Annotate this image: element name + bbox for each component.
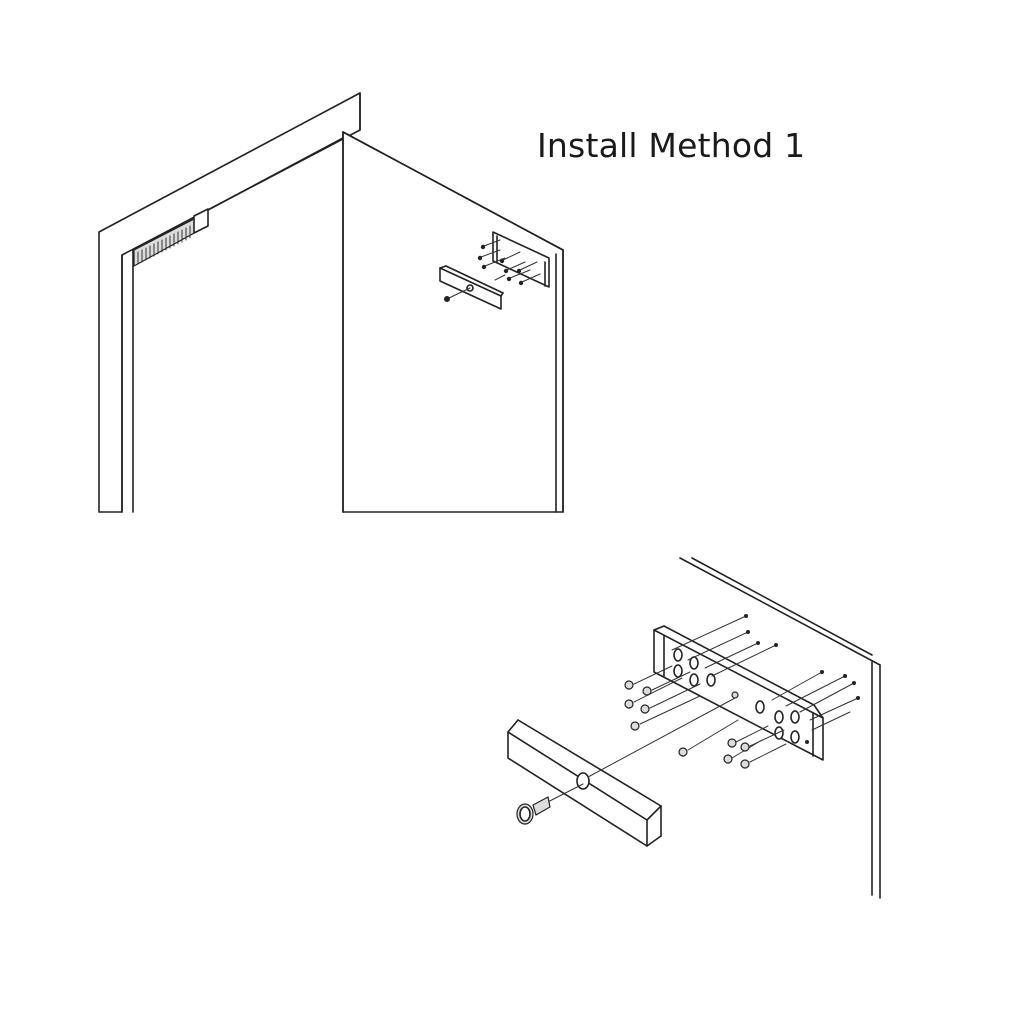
door-leaf <box>342 131 564 513</box>
screw-icon <box>444 287 471 302</box>
maglock-body <box>133 208 209 268</box>
door-edge-detail <box>679 557 881 899</box>
diagram-title: Install Method 1 <box>537 126 806 165</box>
mounting-plate-detail <box>653 625 824 761</box>
armature-plate-detail <box>507 697 736 847</box>
screw-icon <box>516 783 584 825</box>
short-screws <box>624 665 787 769</box>
long-screws <box>671 614 860 731</box>
fastener-group <box>477 239 541 286</box>
mounting-plate <box>492 231 550 288</box>
door-frame <box>98 92 361 513</box>
